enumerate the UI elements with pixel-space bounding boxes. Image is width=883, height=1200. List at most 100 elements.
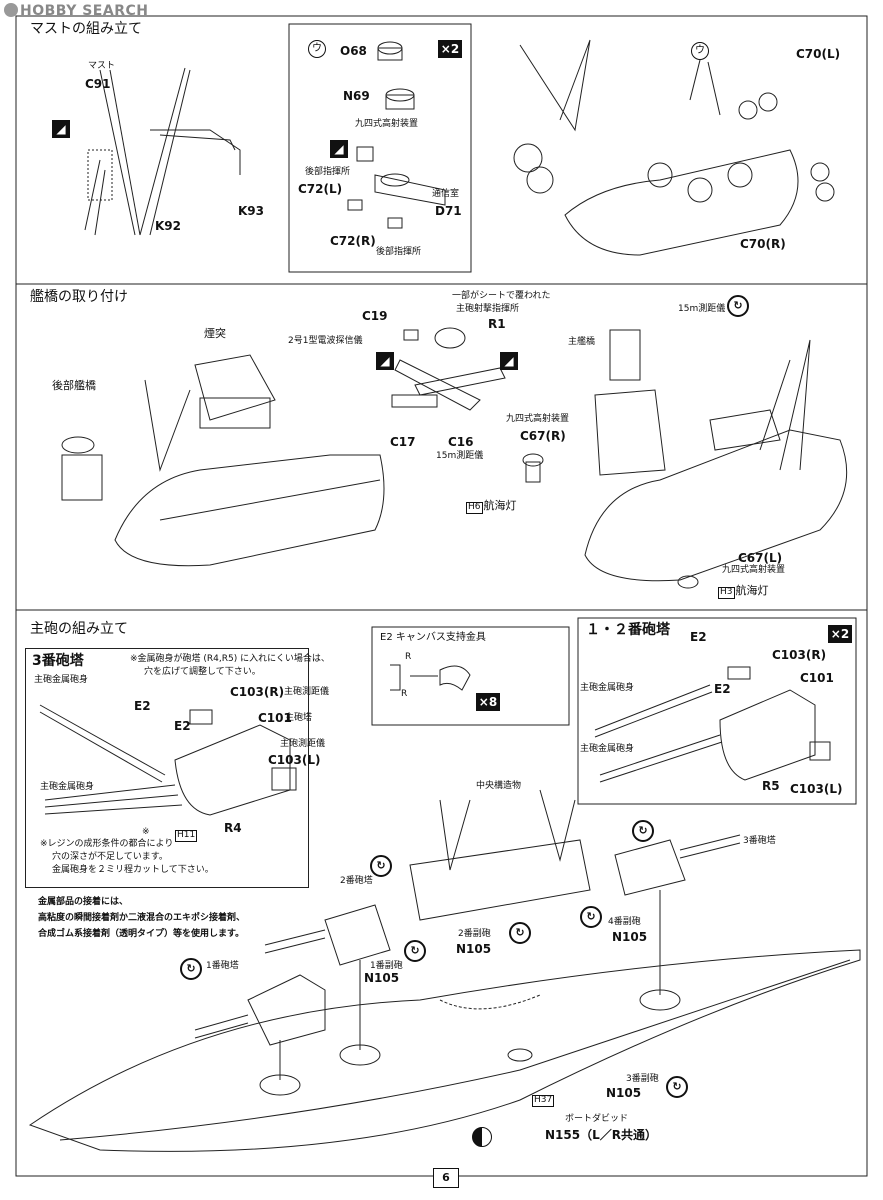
sheet-note-1: 一部がシートで覆われた	[452, 291, 551, 301]
part-c101: C101	[800, 671, 834, 685]
sheet-note-2: 主砲射撃指揮所	[456, 304, 520, 314]
part-k93: K93	[238, 204, 264, 218]
barrel-label-2: 主砲金属砲身	[40, 782, 95, 792]
quantity-x2-badge: ×2	[438, 40, 462, 58]
part-c103l: C103(L)	[268, 753, 321, 767]
part-n155: N155（L／R共通）	[545, 1128, 657, 1142]
part-c70r: C70(R)	[740, 237, 786, 251]
central-structure-label: 中央構造物	[476, 781, 522, 791]
turret3-note-4: 穴の深さが不足しています。	[52, 852, 168, 862]
asterisk: ※	[142, 827, 150, 837]
part-e2b: E2	[714, 682, 731, 696]
rear-director-label: 後部指揮所	[305, 167, 351, 177]
part-c72l: C72(L)	[298, 182, 343, 196]
part-d71: D71	[435, 204, 462, 218]
e2-box-title: E2 キャンバス支持金具	[380, 632, 486, 643]
part-e2a: E2	[134, 699, 151, 713]
turret3-label: 3番砲塔	[743, 836, 776, 846]
davit-label: ボートダビッド	[565, 1114, 629, 1124]
step-circle-u-2: ウ	[691, 42, 709, 60]
part-h6: H6	[466, 502, 483, 514]
part-o68: O68	[340, 44, 367, 58]
turret3-note-2: 穴を広げて調整して下さい。	[144, 667, 261, 677]
part-c103r: C103(R)	[772, 648, 827, 662]
part-c103r: C103(R)	[230, 685, 285, 699]
part-h37: H37	[532, 1095, 555, 1107]
aa-director-label: 九四式高射装置	[355, 119, 419, 129]
glue-mark-icon: ◢	[52, 120, 70, 138]
aa-director-label-2: 九四式高射装置	[722, 565, 786, 575]
turret1-label: 1番砲塔	[206, 961, 239, 971]
director-label: 主砲測距儀	[284, 687, 330, 697]
glue-mark-icon: ◢	[500, 352, 518, 370]
rotate-icon: ↻	[727, 295, 749, 317]
aa-director-label: 九四式高射装置	[506, 414, 570, 424]
part-c16: C16	[448, 435, 474, 449]
part-h3: H3	[718, 587, 735, 599]
quantity-x8-badge: ×8	[476, 693, 500, 711]
part-c70l: C70(L)	[796, 47, 841, 61]
rear-director-label-2: 後部指揮所	[376, 247, 422, 257]
sec1-label: 1番副砲	[370, 961, 403, 971]
turret12-title: １・２番砲塔	[586, 622, 670, 638]
turret3-note-1: ※金属砲身が砲塔 (R4,R5) に入れにくい場合は、	[130, 654, 330, 664]
part-c72r: C72(R)	[330, 234, 376, 248]
page-number: 6	[433, 1168, 459, 1188]
paint-mark-icon	[472, 1127, 492, 1147]
funnel-label: 煙突	[204, 327, 226, 340]
step-circle-u: ウ	[308, 40, 326, 58]
e2-r-top: R	[405, 652, 412, 662]
part-c103l: C103(L)	[790, 782, 843, 796]
sec2-label: 2番副砲	[458, 929, 491, 939]
part-e2a: E2	[690, 630, 707, 644]
rotate-icon: ↻	[370, 855, 392, 877]
barrel-label-2: 主砲金属砲身	[580, 744, 635, 754]
adhesive-note-1: 金属部品の接着には、	[38, 897, 129, 907]
part-h11: H11	[175, 830, 198, 842]
glue-mark-icon: ◢	[330, 140, 348, 158]
glue-mark-icon: ◢	[376, 352, 394, 370]
turret3-note-5: 金属砲身を２ミリ程カットして下さい。	[52, 865, 214, 875]
turret2-label: 2番砲塔	[340, 876, 373, 886]
part-c17: C17	[390, 435, 416, 449]
barrel-label-1: 主砲金属砲身	[34, 675, 89, 685]
mast-section-title: マストの組み立て	[30, 21, 142, 37]
watermark: HOBBY SEARCH	[4, 3, 148, 19]
sec4-label: 4番副砲	[608, 917, 641, 927]
e2-r-bottom: R	[401, 689, 408, 699]
part-n105-a: N105	[456, 942, 492, 956]
rotate-icon: ↻	[666, 1076, 688, 1098]
rotate-icon: ↻	[180, 958, 202, 980]
part-k92: K92	[155, 219, 181, 233]
part-r4: R4	[224, 821, 242, 835]
part-r5: R5	[762, 779, 780, 793]
part-c101: C101	[258, 711, 292, 725]
adhesive-note-3: 合成ゴム系接着剤（透明タイプ）等を使用します。	[38, 929, 245, 939]
logo-icon	[4, 3, 18, 17]
turret3-title: 3番砲塔	[32, 653, 84, 669]
radar-label: 2号1型電波探信儀	[288, 336, 363, 346]
rangefinder-label: 15m測距儀	[436, 451, 484, 461]
part-e2b: E2	[174, 719, 191, 733]
main-bridge-label: 主艦橋	[568, 337, 596, 347]
quantity-x2-badge: ×2	[828, 625, 852, 643]
part-n69: N69	[343, 89, 370, 103]
rotate-icon: ↻	[404, 940, 426, 962]
part-r1: R1	[488, 317, 506, 331]
turret-label: 主砲塔	[285, 713, 313, 723]
part-c67r: C67(R)	[520, 429, 566, 443]
turret3-note-3: ※レジンの成形条件の都合により	[40, 839, 174, 849]
rotate-icon: ↻	[580, 906, 602, 928]
o68-box	[288, 23, 472, 273]
director-label-2: 主砲測距儀	[280, 739, 326, 749]
barrel-label-1: 主砲金属砲身	[580, 683, 635, 693]
part-c67l: C67(L)	[738, 551, 783, 565]
bridge-section-title: 艦橋の取り付け	[30, 289, 128, 305]
adhesive-note-2: 高粘度の瞬間接着剤か二液混合のエキポシ接着剤、	[38, 913, 246, 923]
rotate-icon: ↻	[632, 820, 654, 842]
rear-bridge-label: 後部艦橋	[52, 379, 96, 392]
rotate-icon: ↻	[509, 922, 531, 944]
